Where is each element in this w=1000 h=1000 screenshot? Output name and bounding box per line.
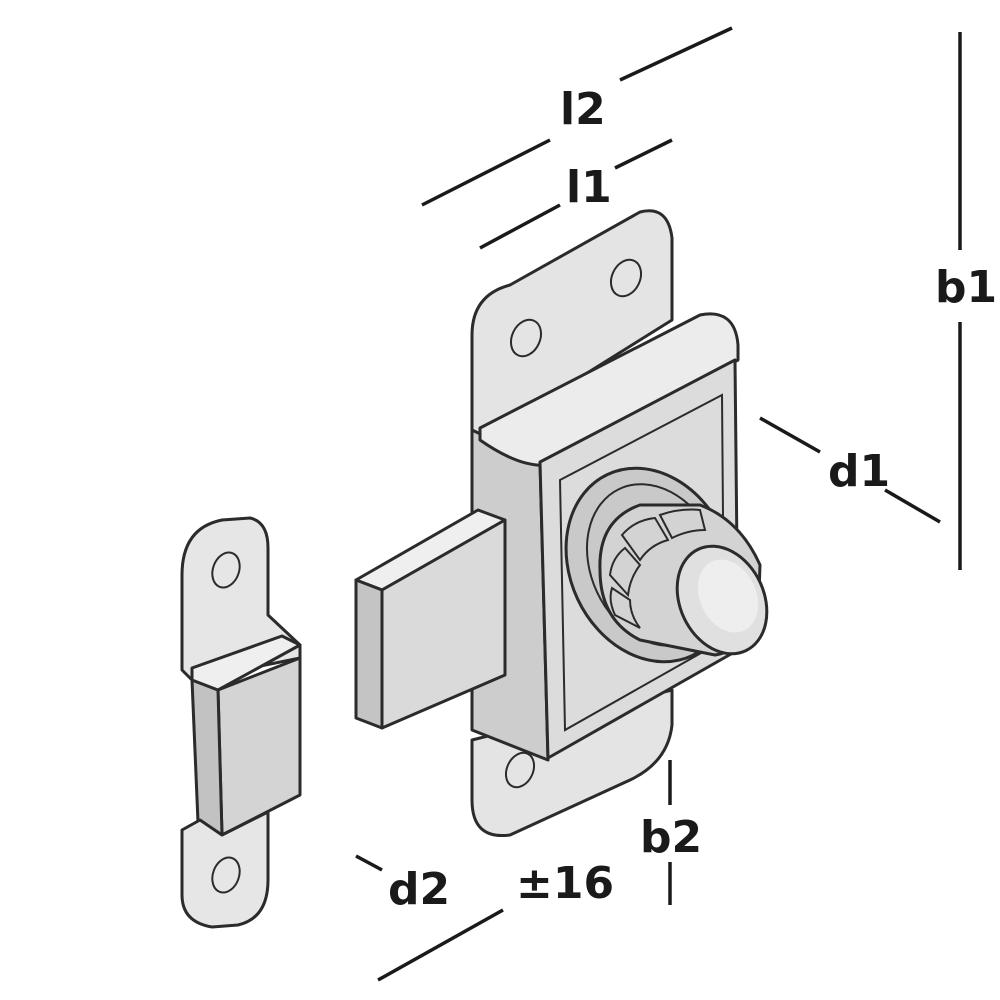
knurl-ridge [609, 586, 641, 629]
strike-plate [180, 516, 302, 929]
dim-line-l2-upper [619, 26, 733, 82]
strike-lower-hole [211, 856, 241, 894]
dim-line-d2 [355, 854, 383, 872]
label-d1: d1 [828, 446, 890, 497]
plate-hole-bottom [504, 751, 536, 789]
label-offset: ±16 [516, 858, 614, 909]
mounting-plate [470, 209, 674, 442]
housing-top [478, 312, 740, 467]
knurl-ridge [608, 546, 642, 598]
dim-line-offset [377, 908, 504, 982]
strike-top-bend [190, 634, 302, 692]
plate-hole-top-left [509, 318, 543, 358]
plate-hole-top-right [609, 258, 643, 298]
knurl-ridge [658, 508, 707, 540]
strike-lower-ear [180, 810, 270, 929]
label-d2: d2 [388, 864, 450, 915]
dim-line-l1-upper [614, 138, 673, 170]
dim-line-l1-lower [479, 203, 561, 250]
label-l2: l2 [560, 84, 606, 135]
strike-side-face [190, 678, 224, 837]
knob-cap-highlight [697, 559, 759, 633]
label-b2: b2 [640, 812, 702, 863]
label-l1: l1 [566, 162, 612, 213]
knurl-ridge [620, 516, 670, 562]
dim-line-d1-right [884, 488, 941, 524]
lock-body [354, 209, 769, 838]
dim-line-d1-left [759, 416, 821, 454]
bolt-side [354, 578, 384, 730]
knob-knurling [608, 508, 707, 629]
dim-line-l2-lower [421, 138, 551, 207]
dimension-lines [355, 26, 962, 982]
strike-upper-hole [211, 551, 241, 589]
label-b1: b1 [935, 262, 997, 313]
mounting-plate-lower [470, 688, 674, 838]
dimension-labels: l2 l1 b1 d1 b2 d2 ±16 [388, 84, 997, 915]
